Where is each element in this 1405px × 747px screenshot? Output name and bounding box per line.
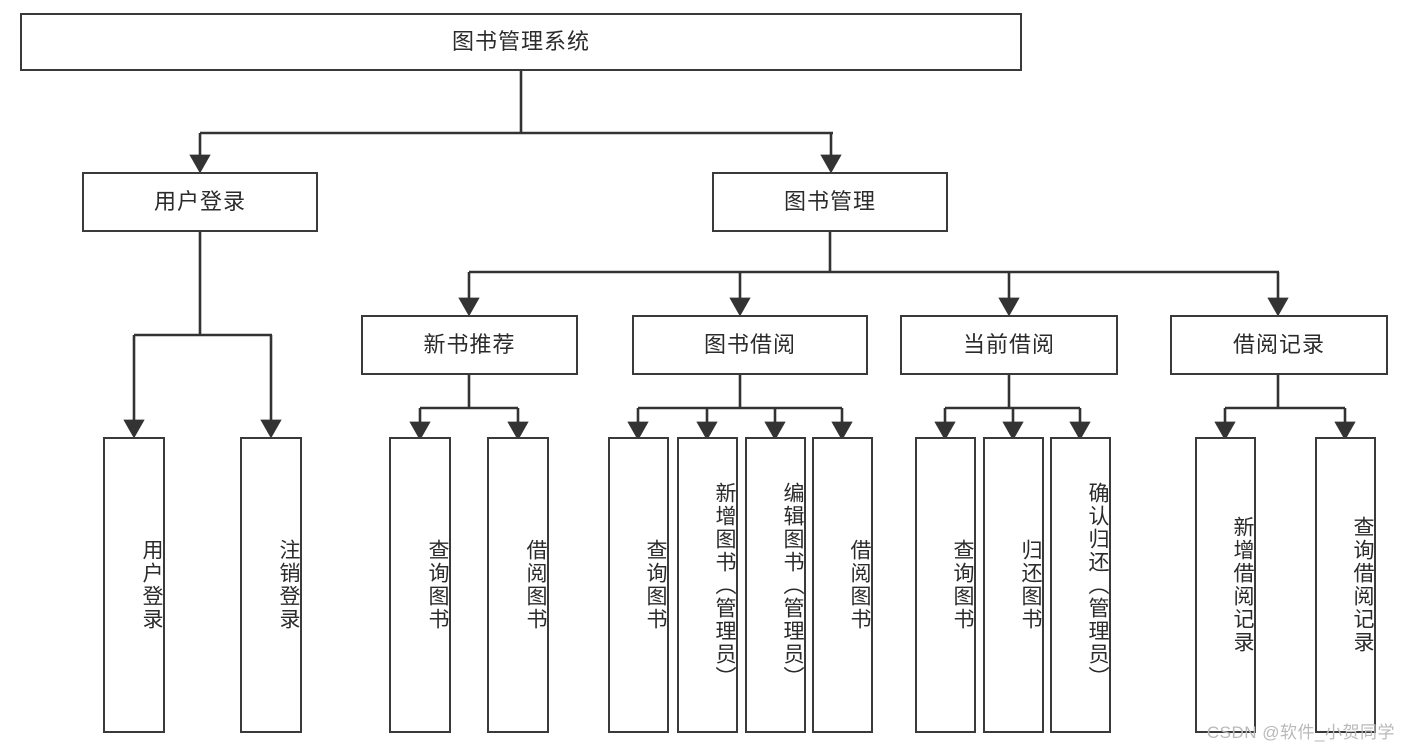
node-leaf-return-book[interactable]: 归还图书 [983, 437, 1044, 733]
node-root-label: 图书管理系统 [451, 28, 590, 54]
node-root[interactable]: 图书管理系统 [20, 13, 1022, 71]
watermark-text: CSDN @软件_小贺同学 [1206, 723, 1395, 742]
node-book-borrow-label: 图书借阅 [703, 331, 796, 357]
node-leaf-add-record[interactable]: 新增借阅记录 [1195, 437, 1256, 733]
node-leaf-query-book-3[interactable]: 查询图书 [915, 437, 976, 733]
node-leaf-borrow-book-1-label: 借阅图书 [524, 539, 547, 631]
node-leaf-user-login-label: 用户登录 [140, 539, 163, 631]
node-leaf-borrow-book-1[interactable]: 借阅图书 [487, 437, 549, 733]
node-leaf-edit-book[interactable]: 编辑图书（管理员） [745, 437, 806, 733]
node-leaf-add-book[interactable]: 新增图书（管理员） [677, 437, 738, 733]
node-leaf-confirm-return[interactable]: 确认归还（管理员） [1050, 437, 1111, 733]
node-leaf-edit-book-label: 编辑图书（管理员） [781, 481, 804, 689]
node-book-borrow[interactable]: 图书借阅 [632, 315, 868, 375]
node-leaf-return-book-label: 归还图书 [1019, 539, 1042, 631]
node-borrow-record[interactable]: 借阅记录 [1170, 315, 1388, 375]
node-leaf-add-record-label: 新增借阅记录 [1231, 516, 1254, 654]
node-leaf-confirm-return-label: 确认归还（管理员） [1086, 481, 1109, 689]
node-user-login[interactable]: 用户登录 [82, 172, 318, 232]
node-leaf-logout[interactable]: 注销登录 [240, 437, 302, 733]
node-book-manage[interactable]: 图书管理 [712, 172, 948, 232]
node-leaf-query-book-1[interactable]: 查询图书 [389, 437, 451, 733]
node-leaf-query-record-label: 查询借阅记录 [1351, 516, 1374, 654]
node-leaf-borrow-book-2-label: 借阅图书 [848, 539, 871, 631]
node-current-borrow[interactable]: 当前借阅 [900, 315, 1118, 375]
node-leaf-query-book-2-label: 查询图书 [644, 539, 667, 631]
node-leaf-add-book-label: 新增图书（管理员） [713, 481, 736, 689]
node-leaf-borrow-book-2[interactable]: 借阅图书 [812, 437, 873, 733]
node-leaf-logout-label: 注销登录 [277, 539, 300, 631]
node-borrow-record-label: 借阅记录 [1232, 331, 1325, 357]
node-leaf-query-book-1-label: 查询图书 [426, 539, 449, 631]
node-current-borrow-label: 当前借阅 [962, 331, 1055, 357]
node-leaf-user-login[interactable]: 用户登录 [103, 437, 165, 733]
node-new-book-recommend-label: 新书推荐 [423, 331, 516, 357]
node-leaf-query-record[interactable]: 查询借阅记录 [1315, 437, 1376, 733]
node-leaf-query-book-3-label: 查询图书 [951, 539, 974, 631]
node-user-login-label: 用户登录 [153, 188, 246, 214]
node-book-manage-label: 图书管理 [783, 188, 876, 214]
node-leaf-query-book-2[interactable]: 查询图书 [608, 437, 669, 733]
node-new-book-recommend[interactable]: 新书推荐 [361, 315, 578, 375]
